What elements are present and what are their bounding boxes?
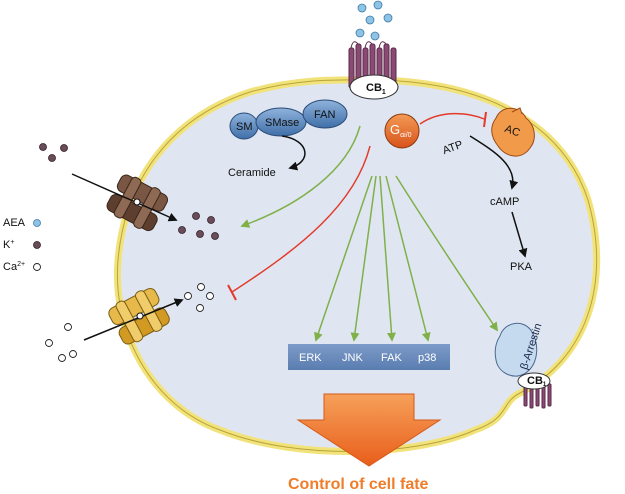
svg-text:CB1: CB1 bbox=[366, 82, 386, 96]
svg-text:K+: K+ bbox=[3, 239, 14, 251]
kinase-box bbox=[288, 344, 450, 370]
inhibition-bar-ac bbox=[483, 111, 487, 128]
cb1-subscript: 1 bbox=[382, 89, 386, 96]
kinase-erk: ERK bbox=[299, 352, 322, 364]
legend-aea-label: AEA bbox=[3, 217, 26, 229]
ca-ions bbox=[45, 283, 214, 362]
cell-fate-label: Control of cell fate bbox=[288, 476, 429, 493]
aea-molecules-extracellular bbox=[355, 0, 393, 41]
camp-to-pka-arrow bbox=[511, 211, 528, 258]
legend-ca-sup: 2+ bbox=[17, 261, 25, 268]
pka-label: PKA bbox=[510, 261, 533, 273]
ca-channel-pore bbox=[136, 312, 144, 320]
arrow-to-erk bbox=[314, 175, 373, 342]
smase-label: SMase bbox=[265, 117, 299, 129]
kinase-p38: p38 bbox=[418, 352, 436, 364]
cell-fate-arrow bbox=[296, 393, 442, 467]
legend-k-marker bbox=[33, 241, 41, 249]
legend: AEA K+ Ca2+ bbox=[3, 217, 41, 273]
ac-label: AC bbox=[503, 123, 522, 140]
legend-k-sup: + bbox=[10, 239, 14, 246]
cell-membrane-outline bbox=[116, 79, 598, 452]
fan-label: FAN bbox=[314, 109, 335, 121]
sm-smase-fan-complex bbox=[229, 99, 348, 140]
cb1-receptor bbox=[349, 74, 399, 100]
g-protein-inhibits-ac bbox=[419, 112, 485, 125]
arrow-to-jnk bbox=[350, 175, 377, 342]
cb1-to-k-channel-arrow bbox=[240, 125, 361, 228]
k-ions bbox=[39, 143, 219, 240]
camp-label: cAMP bbox=[490, 196, 519, 208]
inhibition-bar-ca bbox=[227, 284, 237, 301]
svg-text:Gαi/0: Gαi/0 bbox=[390, 122, 412, 139]
cb1-inhibits-ca-channel bbox=[231, 145, 371, 293]
beta-arrestin bbox=[494, 322, 538, 377]
ceramide-label: Ceramide bbox=[228, 167, 276, 179]
smase-to-ceramide-arrow bbox=[281, 135, 306, 171]
cb1-internal-label: CB bbox=[527, 375, 543, 387]
cb1-internal-subscript: 1 bbox=[543, 382, 547, 388]
smase-shape bbox=[255, 107, 307, 137]
ca-flux-arrow bbox=[83, 298, 184, 341]
k-channel-pore bbox=[133, 198, 141, 206]
legend-k-label: K bbox=[3, 239, 11, 251]
legend-ca-marker bbox=[33, 263, 41, 271]
svg-text:CB1: CB1 bbox=[527, 375, 547, 388]
fan-shape bbox=[302, 99, 348, 129]
svg-text:Ca2+: Ca2+ bbox=[3, 261, 25, 273]
legend-ca-label: Ca bbox=[3, 261, 18, 273]
ac-enzyme-cap bbox=[511, 107, 523, 115]
sm-label: SM bbox=[236, 121, 253, 133]
cb1-internalized bbox=[517, 372, 551, 390]
k-flux-arrow bbox=[71, 173, 178, 222]
g-protein bbox=[384, 113, 420, 149]
arrow-to-p38 bbox=[385, 175, 431, 342]
g-protein-label: G bbox=[390, 122, 400, 137]
legend-aea-marker bbox=[33, 219, 41, 227]
cb1-label: CB bbox=[366, 82, 382, 94]
g-protein-subscript: αi/0 bbox=[400, 132, 412, 139]
arrow-to-fak bbox=[379, 175, 396, 342]
atp-to-camp-arrow bbox=[469, 135, 519, 190]
kinase-jnk: JNK bbox=[342, 352, 363, 364]
arrow-to-beta-arrestin bbox=[395, 175, 499, 332]
cb1-internalized-helices bbox=[523, 383, 552, 409]
kinase-fak: FAK bbox=[381, 352, 402, 364]
